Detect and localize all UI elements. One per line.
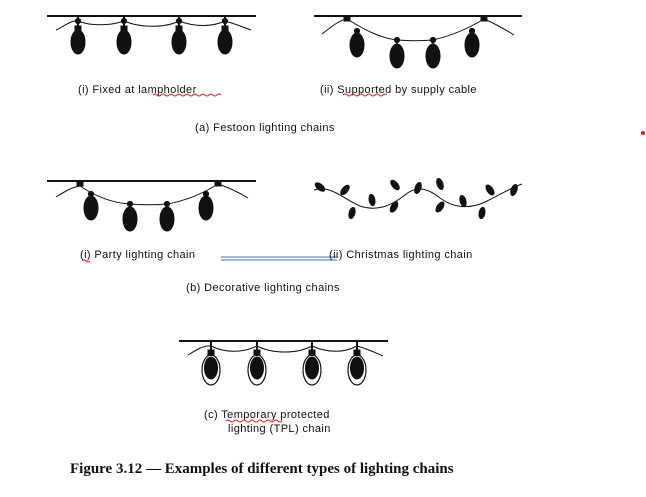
- party-chain: [47, 180, 256, 232]
- fixed-lampholder-label: (i) Fixed at lampholder: [78, 84, 197, 96]
- link-line: [221, 256, 337, 261]
- festoon-group-label: (a) Festoon lighting chains: [195, 122, 335, 134]
- spellcheck-underline: [342, 93, 388, 97]
- tpl-label-line1: (c) Temporary protected: [204, 409, 330, 421]
- red-dot-mark: [641, 131, 645, 135]
- figure-caption: Figure 3.12 — Examples of different type…: [70, 461, 454, 477]
- decorative-group-label: (b) Decorative lighting chains: [186, 282, 340, 294]
- tpl-label-line2: lighting (TPL) chain: [228, 423, 331, 435]
- spellcheck-underline: [81, 259, 91, 263]
- party-chain-label: (i) Party lighting chain: [80, 249, 195, 261]
- supported-cable-label: (ii) Supported by supply cable: [320, 84, 477, 96]
- christmas-chain-label: (ii) Christmas lighting chain: [329, 249, 473, 261]
- christmas-chain: [313, 178, 523, 220]
- tpl-chain: [179, 340, 388, 386]
- fixed-lampholder-chain: [47, 15, 256, 55]
- supported-cable-chain: [314, 15, 522, 69]
- spellcheck-underline: [225, 419, 283, 423]
- spellcheck-underline: [152, 93, 222, 97]
